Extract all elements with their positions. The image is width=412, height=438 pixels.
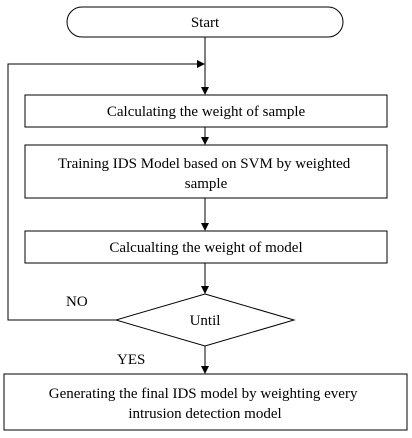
arrowhead-loop [197, 60, 205, 68]
final-model-label-line-2: intrusion detection model [128, 406, 281, 422]
arrowhead-until [201, 286, 209, 294]
train-ids-box [24, 144, 388, 199]
train-ids-label-line-1: Training IDS Model based on SVM by weigh… [58, 156, 351, 172]
calc-sample-weight-box [24, 94, 388, 128]
calc-model-weight-box [24, 230, 388, 264]
calc-model-weight-label: Calcualting the weight of model [109, 240, 302, 256]
arrowhead-calc-sample [201, 87, 209, 95]
final-model-box [3, 373, 408, 431]
yes-label: YES [117, 352, 145, 368]
edge-no-loop [7, 63, 198, 321]
arrowhead-calc-model [201, 223, 209, 231]
final-model-label: Generating the final IDS model by weight… [49, 386, 361, 422]
no-label: NO [66, 294, 88, 310]
train-ids-label-line-2: sample [185, 176, 228, 192]
train-ids-label: Training IDS Model based on SVM by weigh… [58, 156, 354, 192]
calc-sample-weight-label: Calculating the weight of sample [107, 104, 306, 120]
final-model-label-line-1: Generating the final IDS model by weight… [49, 386, 358, 402]
arrowhead-train [201, 137, 209, 145]
until-label: Until [190, 313, 221, 329]
start-label: Start [191, 15, 220, 31]
arrowhead-final [201, 366, 209, 374]
